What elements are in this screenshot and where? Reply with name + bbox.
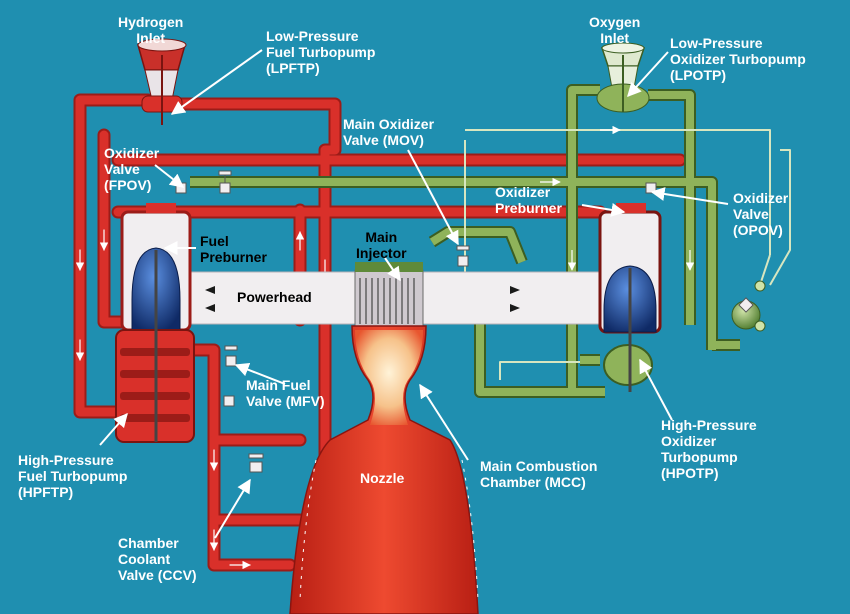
- label-main-injector: Main Injector: [356, 229, 407, 261]
- label-opov: Oxidizer Valve (OPOV): [733, 190, 789, 238]
- label-fpov: Oxidizer Valve (FPOV): [104, 145, 160, 193]
- valves: [175, 170, 754, 473]
- label-ccv: Chamber Coolant Valve (CCV): [118, 535, 197, 583]
- label-oxidizer-preburner: Oxidizer Preburner: [495, 184, 562, 216]
- label-lpotp: Low-Pressure Oxidizer Turbopump (LPOTP): [670, 35, 806, 83]
- leader-lines: [99, 49, 729, 539]
- oxidizer-preburner-hpotp: [598, 203, 662, 392]
- label-mcc: Main Combustion Chamber (MCC): [480, 458, 598, 490]
- oxidizer-piping: [190, 84, 791, 398]
- fuel-piping: [73, 93, 687, 572]
- label-mfv: Main Fuel Valve (MFV): [246, 377, 325, 409]
- label-mov: Main Oxidizer Valve (MOV): [343, 116, 435, 148]
- label-hydrogen-inlet: Hydrogen Inlet: [118, 14, 184, 46]
- lpotp-pump: [596, 42, 650, 113]
- label-powerhead: Powerhead: [237, 289, 312, 305]
- nozzle-body: [289, 325, 479, 614]
- label-fuel-preburner: Fuel Preburner: [200, 233, 267, 265]
- label-lpftp: Low-Pressure Fuel Turbopump (LPFTP): [266, 28, 376, 76]
- fuel-preburner-hpftp: [115, 203, 195, 443]
- label-hpftp: High-Pressure Fuel Turbopump (HPFTP): [18, 452, 128, 500]
- label-hpotp: High-Pressure Oxidizer Turbopump (HPOTP): [661, 417, 757, 481]
- lpftp-pump: [137, 38, 187, 125]
- label-nozzle: Nozzle: [360, 470, 405, 486]
- label-oxygen-inlet: Oxygen Inlet: [589, 14, 641, 46]
